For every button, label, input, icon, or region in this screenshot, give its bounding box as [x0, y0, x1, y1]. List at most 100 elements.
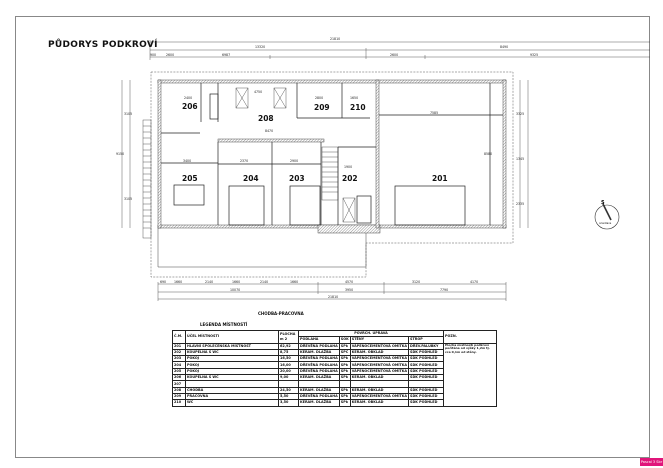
cell-ceiling: SDK PODHLED — [408, 361, 445, 369]
skylights — [235, 87, 356, 223]
room-205-label: 205 — [182, 174, 198, 183]
staircase-exterior — [142, 119, 152, 239]
room-202-label: 202 — [342, 174, 358, 183]
cell-walls — [349, 380, 410, 388]
dim-right-1: 3325 — [516, 112, 524, 116]
dim-left-1: 3105 — [124, 112, 132, 116]
dim-top-b: 8490 — [500, 45, 508, 49]
dim-top-c2: 2600 — [166, 53, 174, 57]
header-area: PLOCHA m 2 — [278, 330, 299, 344]
cell-area: 5,50 — [278, 392, 299, 401]
cell-ceiling: DŘEV.PALUBKY — [408, 342, 445, 350]
dim-204: 2370 — [240, 159, 248, 163]
dim-right-2: 1345 — [516, 157, 524, 161]
cell-ceiling: SDK PODHLED — [408, 386, 445, 394]
cell-walls: VÁPENOCEMENTOVÁ OMÍTKA — [349, 367, 410, 376]
cell-walls: KERAM. OBKLAD — [349, 386, 410, 394]
header-ceiling: STROP — [408, 336, 445, 344]
header-walls: STĚNY — [349, 336, 410, 344]
cell-area: 62,92 — [278, 342, 299, 350]
dim-bottom-row2-b: 3950 — [345, 288, 353, 292]
room-208-label: 208 — [258, 114, 274, 123]
drawing-frame — [15, 16, 650, 458]
dim-205: 3400 — [183, 159, 191, 163]
dim-209: 2800 — [315, 96, 323, 100]
header-purpose: ÚČEL MÍSTNOSTI — [185, 330, 279, 344]
dim-bottom-1: 690 — [160, 280, 166, 284]
cell-area: 8,75 — [278, 348, 299, 357]
orientation-letter: S — [601, 200, 605, 206]
room-204-label: 204 — [243, 174, 259, 183]
dim-left-2: 9150 — [116, 152, 124, 156]
dim-bottom-total: 21810 — [328, 295, 338, 299]
dim-bottom-3: 2140 — [205, 280, 213, 284]
dim-bottom-8: 3120 — [412, 280, 420, 284]
dim-201: 7585 — [430, 111, 438, 115]
dim-top-c3: 6987 — [222, 53, 230, 57]
cell-skirting: SPk — [338, 399, 351, 407]
legend-title: LEGENDA MÍSTNOSTÍ — [200, 322, 248, 327]
dim-201-vertical: 8580 — [484, 152, 492, 156]
cell-ceiling: SDK PODHLED — [408, 374, 445, 382]
dim-bottom-7: 4570 — [345, 280, 353, 284]
north-arrow-icon: S orientace — [594, 200, 620, 230]
cell-area — [278, 380, 299, 388]
dim-bottom-row2-c: 7790 — [440, 288, 448, 292]
side-dimensions — [121, 80, 529, 228]
dim-210: 1650 — [350, 96, 358, 100]
room-203-label: 203 — [289, 174, 305, 183]
roof-outline — [150, 71, 514, 278]
top-dimensions — [149, 40, 650, 60]
cell-area: 3,50 — [278, 399, 299, 407]
bottom-dimensions — [157, 282, 507, 301]
orientation-label: orientace — [599, 221, 612, 225]
app-badge: Pascal 3 Sbr — [640, 458, 663, 466]
cell-ceiling — [408, 380, 445, 388]
dim-top-c5: 9325 — [530, 53, 538, 57]
dim-corridor: 8470 — [265, 129, 273, 133]
dim-top-c1: 900 — [150, 53, 156, 57]
cell-num: 210 — [172, 399, 186, 407]
dim-206: 2400 — [184, 96, 192, 100]
dim-left-3: 3105 — [124, 197, 132, 201]
room-209-label: 209 — [314, 103, 330, 112]
header-note: POZN. — [443, 330, 498, 344]
table-row: 207 — [172, 380, 497, 388]
cell-area: 20,00 — [278, 367, 299, 376]
drawing-title: PŮDORYS PODKROVÍ — [48, 40, 158, 50]
dim-top-total: 21810 — [330, 37, 340, 41]
dim-208: 4750 — [254, 90, 262, 94]
cell-area: 16,50 — [278, 355, 299, 363]
cell-ceiling: SDK PODHLED — [408, 367, 445, 376]
cell-ceiling: SDK PODHLED — [408, 399, 445, 407]
cell-area: 24,50 — [278, 386, 299, 394]
staircase-interior — [321, 146, 339, 201]
room-206-label: 206 — [182, 102, 198, 111]
cell-walls: KERAM. OBKLAD — [349, 348, 410, 357]
header-surface: POVRCH. ÚPRAVA — [297, 329, 445, 338]
cell-walls: VÁPENOCEMENTOVÁ OMÍTKA — [349, 355, 410, 363]
dim-right-3: 2335 — [516, 202, 524, 206]
cell-floor: KERAM. DLAŽBA — [298, 399, 340, 407]
cell-floor: DŘEVĚNÁ PODLAHA — [298, 355, 340, 363]
dim-bottom-row2-a: 10070 — [230, 288, 240, 292]
cell-walls: VÁPENOCEMENTOVÁ OMÍTKA — [349, 361, 410, 369]
dim-bottom-5: 2140 — [260, 280, 268, 284]
cell-purpose: WC — [185, 399, 279, 407]
legend-note: Plocha místností podkroví počítána od vý… — [443, 342, 498, 407]
dim-202: 1900 — [344, 165, 352, 169]
cell-floor: DŘEVĚNÁ PODLAHA — [298, 361, 340, 369]
cell-floor: DŘEVĚNÁ PODLAHA — [298, 342, 340, 350]
cell-ceiling: SDK PODHLED — [408, 348, 445, 357]
dim-bottom-4: 1660 — [232, 280, 240, 284]
terrace — [157, 228, 367, 268]
